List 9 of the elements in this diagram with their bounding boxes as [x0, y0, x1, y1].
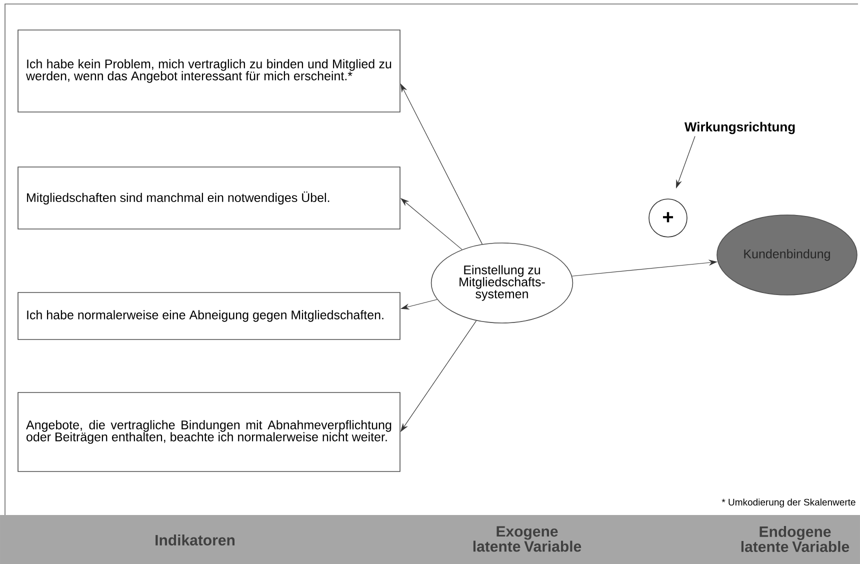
band-label: Endogene latente Variable — [741, 526, 850, 552]
band-label: Exogene latente Variable — [473, 526, 582, 552]
band-label: Indikatoren — [156, 534, 234, 546]
annotation-text: Wirkungsrichtung — [684, 122, 795, 134]
statement-box: Ich habe normalerweise eine Abneigung gegen Mitgliedschaften. — [18, 292, 400, 340]
statement-box: Mitgliedschaften sind manchmal ein notwendiges Übel. — [18, 166, 400, 230]
statement-box: Ich habe kein Problem, mich vertraglich zu binden und Mitglied zu werden, wenn das Angebot interessant für mich erscheint.* — [18, 30, 400, 112]
footnote-text: * Umkodierung der Skalenwerte — [722, 498, 856, 508]
statement-box: Angebote, die vertragliche Bindungen mit Abnahmeverpflichtung oder Beiträgen enthalten, beachte ich normalerweise nicht weiter. — [18, 392, 400, 472]
